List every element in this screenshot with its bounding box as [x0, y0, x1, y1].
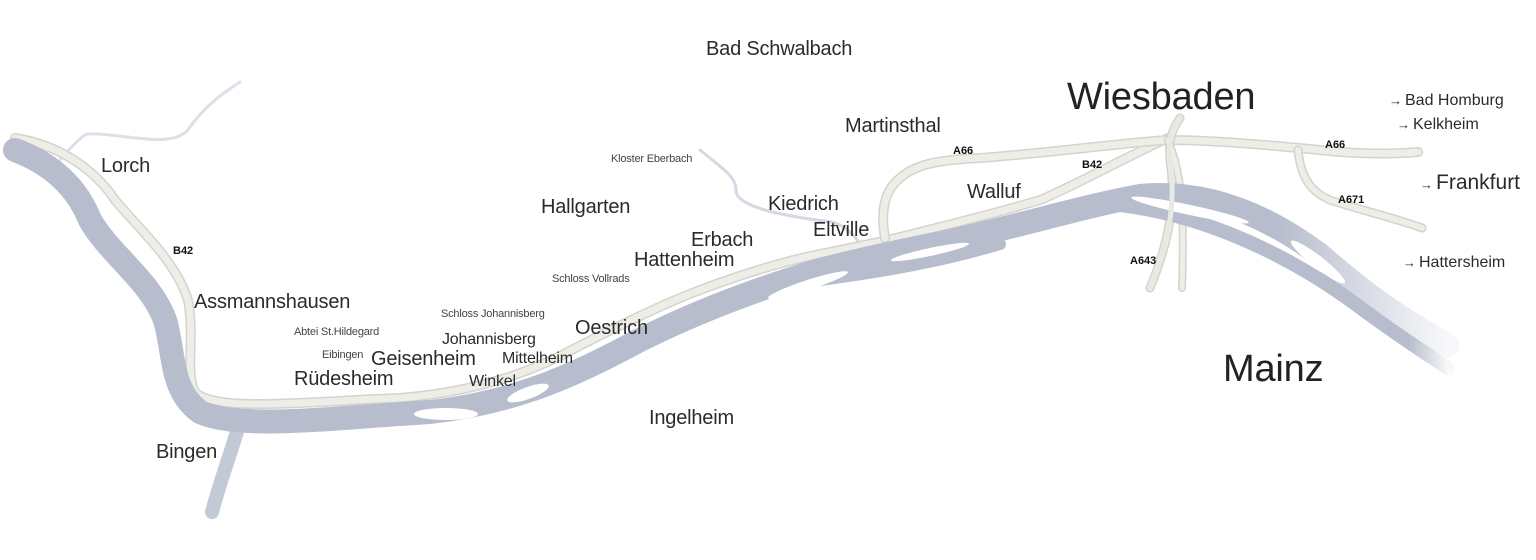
road-label-b42-east: B42	[1082, 159, 1103, 171]
label-wiesbaden: Wiesbaden	[1067, 76, 1256, 118]
arrow-right-icon: →	[1403, 255, 1416, 270]
label-ingelheim: Ingelheim	[649, 407, 734, 429]
label-schloss-vollrads: Schloss Vollrads	[552, 273, 630, 285]
label-eibingen: Eibingen	[322, 349, 364, 361]
road-label-b42-west: B42	[173, 245, 194, 257]
label-geisenheim: Geisenheim	[371, 348, 476, 370]
label-eltville: Eltville	[813, 219, 870, 241]
label-hattenheim: Hattenheim	[634, 249, 735, 271]
label-erbach: Erbach	[691, 229, 754, 251]
label-schloss-johannisberg: Schloss Johannisberg	[441, 308, 545, 320]
label-bingen: Bingen	[156, 441, 218, 463]
label-assmannshausen: Assmannshausen	[194, 291, 351, 313]
river-rhine	[3, 138, 1460, 434]
label-walluf: Walluf	[967, 181, 1021, 203]
dest-bad-homburg-label: Bad Homburg	[1405, 92, 1504, 109]
stream-kiedrich	[698, 148, 868, 254]
dest-kelkheim: →Kelkheim	[1397, 117, 1479, 133]
dest-bad-homburg: →Bad Homburg	[1389, 93, 1504, 109]
label-mainz: Mainz	[1223, 348, 1324, 390]
dest-hattersheim: →Hattersheim	[1403, 255, 1505, 271]
label-lorch: Lorch	[101, 155, 151, 177]
label-kiedrich: Kiedrich	[768, 193, 839, 215]
label-winkel: Winkel	[469, 373, 516, 390]
arrow-right-icon: →	[1420, 177, 1433, 192]
dest-hattersheim-label: Hattersheim	[1419, 254, 1506, 271]
arrow-right-icon: →	[1397, 117, 1410, 132]
label-oestrich: Oestrich	[575, 317, 648, 339]
label-bad-schwalbach: Bad Schwalbach	[706, 38, 853, 60]
road-label-a66-east: A66	[1325, 139, 1346, 151]
label-hallgarten: Hallgarten	[541, 196, 631, 218]
label-mittelheim: Mittelheim	[502, 350, 573, 367]
road-label-a643: A643	[1130, 255, 1157, 267]
river-nahe	[205, 421, 245, 519]
dest-frankfurt: →Frankfurt	[1420, 172, 1520, 193]
label-kloster-eberbach: Kloster Eberbach	[611, 153, 693, 165]
road-label-a66-center: A66	[953, 145, 974, 157]
label-ruedesheim: Rüdesheim	[294, 368, 394, 390]
dest-kelkheim-label: Kelkheim	[1413, 116, 1479, 133]
stream-wisper	[58, 80, 242, 162]
label-martinsthal: Martinsthal	[845, 115, 941, 137]
road-label-a671: A671	[1338, 194, 1365, 206]
arrow-right-icon: →	[1389, 93, 1402, 108]
label-abtei-st-hildegard: Abtei St.Hildegard	[294, 326, 380, 338]
dest-frankfurt-label: Frankfurt	[1436, 171, 1521, 194]
label-johannisberg: Johannisberg	[442, 331, 536, 348]
